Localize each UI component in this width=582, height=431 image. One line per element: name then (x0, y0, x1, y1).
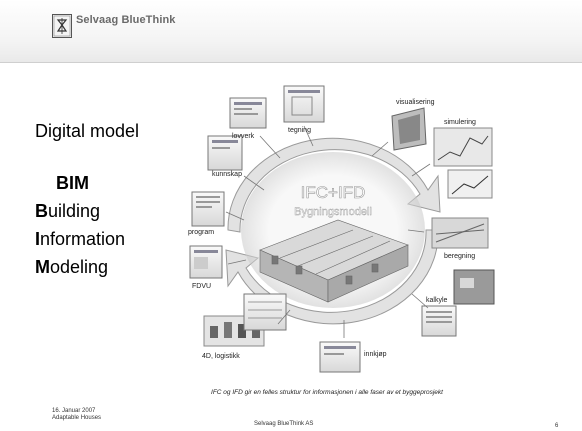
selvaag-logo-icon (52, 14, 72, 38)
slide-title: Digital model (35, 121, 140, 141)
thumb-kunnskap (207, 135, 243, 171)
label-innkjop: innkjøp (364, 351, 387, 358)
rest-modeling: odeling (50, 257, 109, 277)
center-title: IFC+IFD (301, 183, 366, 202)
initial-i: I (35, 229, 41, 249)
thumb-kalkyle (421, 305, 457, 337)
rest-information: nformation (40, 229, 126, 249)
bim-diagram-graphic: IFC+IFD Bygningsmodell (188, 85, 495, 373)
thumb-innkjop (319, 341, 361, 373)
bim-heading: BIM (56, 173, 89, 193)
thumb-lovverk (229, 97, 267, 129)
cycle-arrow-top (227, 137, 441, 233)
company-name: Selvaag BlueThink (76, 14, 176, 26)
bim-line-modeling: Modeling (35, 257, 108, 278)
label-visualisering: visualisering (396, 99, 435, 106)
label-logistikk: 4D, logistikk (202, 353, 240, 360)
bim-line-information: Information (35, 229, 125, 250)
thumb-fdvu (189, 245, 223, 279)
thumb-visualisering (391, 107, 427, 151)
thumb-program (191, 191, 225, 227)
label-kunnskap: kunnskap (212, 171, 242, 178)
label-lovverk: lovverk (232, 133, 255, 140)
label-simulering: simulering (444, 119, 476, 126)
label-kalkyle: kalkyle (426, 297, 448, 304)
label-beregning: beregning (444, 253, 475, 260)
connector-arrows (225, 125, 431, 338)
bim-line-building: Building (35, 201, 100, 222)
header-divider (0, 62, 582, 63)
thumb-tegning (283, 85, 325, 123)
initial-m: M (35, 257, 50, 277)
thumb-room-render (453, 269, 495, 305)
footer-date: 16. Januar 2007 (52, 408, 96, 414)
label-fdvu: FDVU (192, 283, 211, 290)
slide-header (0, 0, 582, 62)
label-program: program (188, 229, 214, 236)
bim-diagram: IFC+IFD Bygningsmodell (168, 80, 498, 385)
thumb-logistikk (203, 293, 287, 347)
initial-b: B (35, 201, 48, 221)
footer-event: Adaptable Houses (52, 415, 102, 421)
center-subtitle: Bygningsmodell (294, 206, 372, 218)
thumb-simulering (433, 127, 493, 199)
label-tegning: tegning (288, 127, 311, 134)
diagram-caption: IFC og IFD gir en felles struktur for in… (211, 389, 443, 396)
footer-date-block: 16. Januar 2007 Adaptable Houses (52, 408, 101, 422)
footer-company: Selvaag BlueThink AS (254, 421, 314, 427)
thumb-beregning (431, 217, 489, 249)
rest-building: uilding (48, 201, 101, 221)
building-model (259, 219, 409, 303)
page-number: 6 (555, 423, 559, 429)
